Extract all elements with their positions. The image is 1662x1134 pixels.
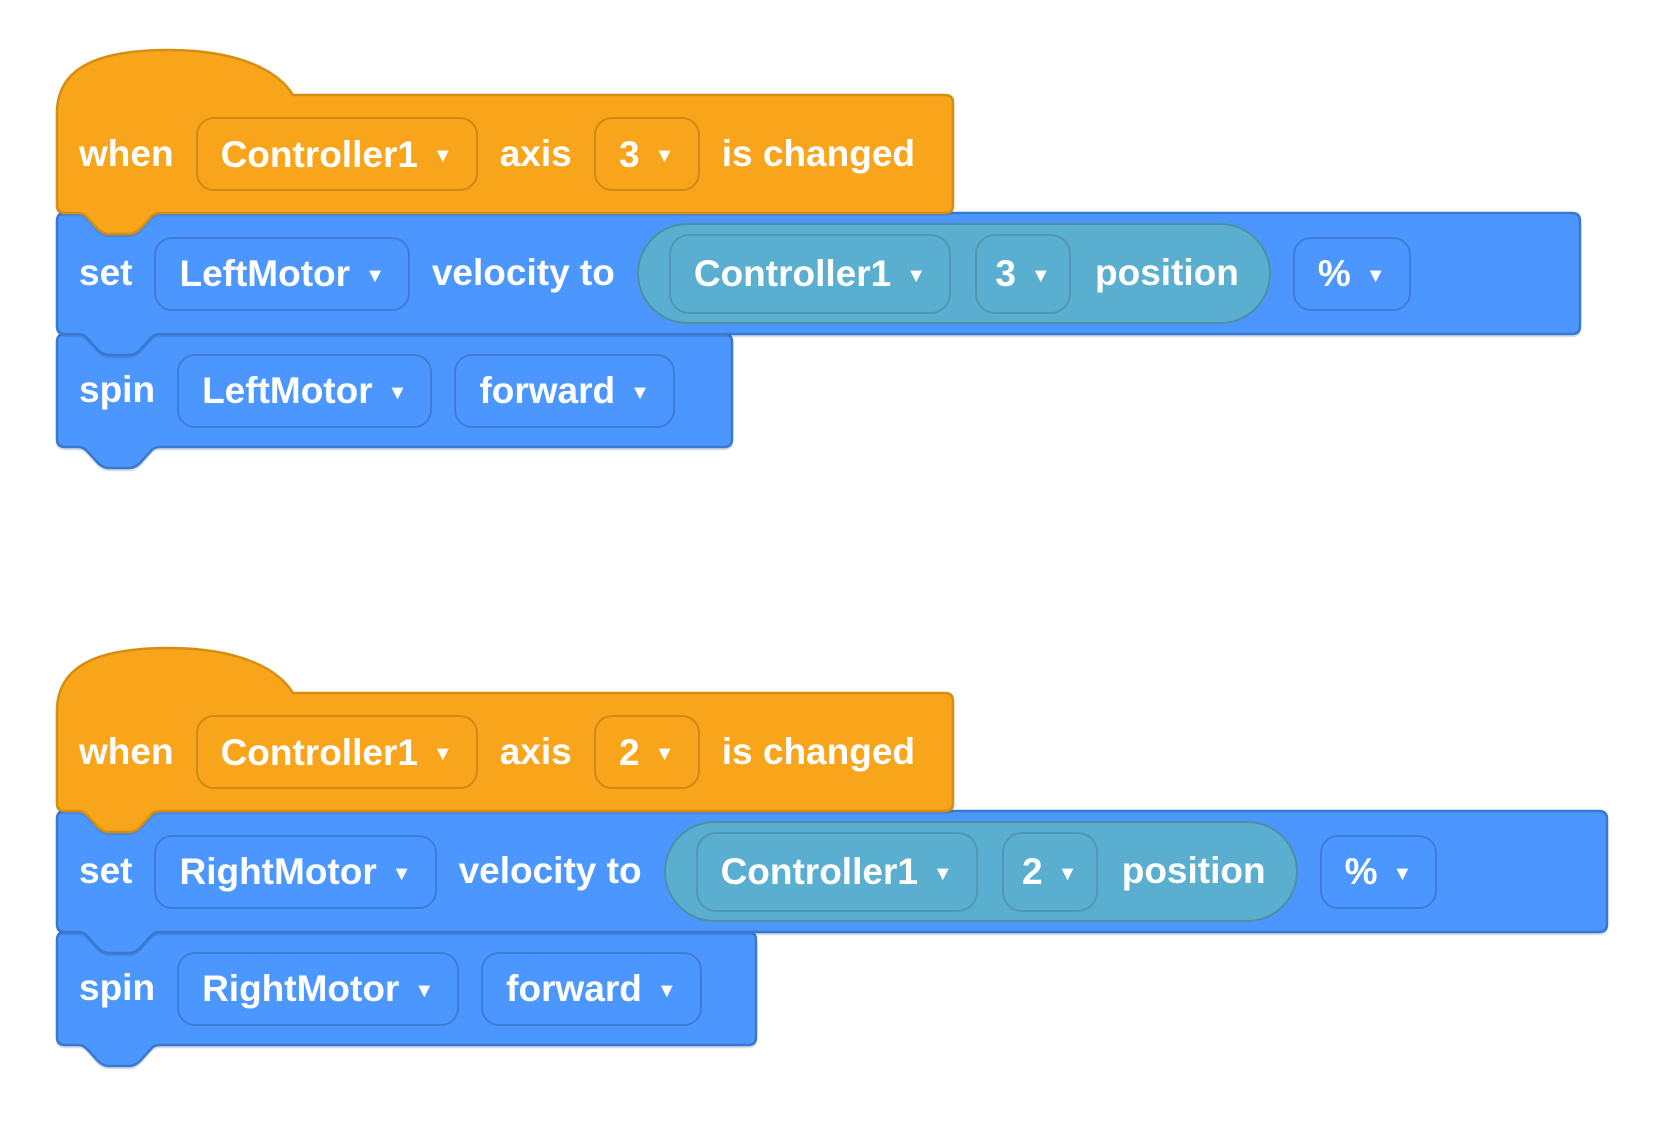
reporter-axis-value: 3 (995, 253, 1016, 294)
hat-block-content: when Controller1 ▼ axis 3 ▼ is changed (57, 95, 953, 213)
reporter-axis-select[interactable]: 3 ▼ (975, 233, 1072, 314)
when-label: when (79, 132, 174, 174)
when-controller-axis-changed-hat-block[interactable]: when Controller1 ▼ axis 2 ▼ is changed (55, 646, 955, 834)
motor-select[interactable]: LeftMotor ▼ (177, 353, 433, 428)
position-label: position (1121, 850, 1266, 892)
dropdown-caret-icon: ▼ (391, 862, 412, 885)
motor-select[interactable]: LeftMotor ▼ (154, 236, 410, 311)
motor-select[interactable]: RightMotor ▼ (177, 951, 460, 1026)
velocity-to-label: velocity to (431, 252, 615, 294)
motor-select-value: RightMotor (202, 968, 400, 1009)
spin-block[interactable]: spin LeftMotor ▼ forward ▼ (55, 332, 734, 470)
spin-block[interactable]: spin RightMotor ▼ forward ▼ (55, 930, 758, 1068)
dropdown-caret-icon: ▼ (1057, 862, 1078, 885)
dropdown-caret-icon: ▼ (654, 743, 675, 765)
velocity-unit-select[interactable]: % ▼ (1319, 834, 1438, 909)
dropdown-caret-icon: ▼ (906, 264, 927, 287)
velocity-to-label: velocity to (458, 850, 642, 892)
axis-select[interactable]: 2 ▼ (593, 715, 700, 789)
motor-select-value: LeftMotor (179, 253, 351, 294)
dropdown-caret-icon: ▼ (414, 979, 435, 1002)
dropdown-caret-icon: ▼ (432, 743, 453, 765)
dropdown-caret-icon: ▼ (656, 979, 677, 1002)
set-velocity-block-content: set LeftMotor ▼ velocity to Controller1 … (57, 213, 1580, 334)
when-controller-axis-changed-hat-block[interactable]: when Controller1 ▼ axis 3 ▼ is changed (55, 48, 955, 236)
controller-select[interactable]: Controller1 ▼ (195, 715, 478, 789)
axis-label: axis (499, 132, 572, 174)
velocity-unit-value: % (1317, 253, 1351, 294)
set-velocity-block[interactable]: set LeftMotor ▼ velocity to Controller1 … (55, 211, 1582, 357)
direction-select-value: forward (506, 968, 642, 1009)
motor-select-value: LeftMotor (202, 370, 373, 411)
set-label: set (79, 850, 133, 892)
dropdown-caret-icon: ▼ (1030, 264, 1051, 287)
hat-block-content: when Controller1 ▼ axis 2 ▼ is changed (57, 693, 953, 811)
reporter-controller-select[interactable]: Controller1 ▼ (668, 233, 952, 314)
dropdown-caret-icon: ▼ (654, 145, 675, 167)
is-changed-label: is changed (721, 132, 916, 174)
controller-axis-position-reporter[interactable]: Controller1 ▼ 2 ▼ position (663, 821, 1298, 922)
dropdown-caret-icon: ▼ (432, 145, 453, 167)
dropdown-caret-icon: ▼ (1392, 862, 1413, 885)
when-label: when (79, 730, 174, 772)
dropdown-caret-icon: ▼ (387, 381, 408, 404)
reporter-controller-value: Controller1 (720, 851, 918, 892)
position-label: position (1095, 252, 1239, 294)
velocity-unit-value: % (1344, 851, 1378, 892)
reporter-axis-value: 2 (1022, 851, 1043, 892)
set-velocity-block[interactable]: set RightMotor ▼ velocity to Controller1… (55, 809, 1609, 955)
dropdown-caret-icon: ▼ (365, 264, 385, 287)
direction-select[interactable]: forward ▼ (454, 353, 675, 428)
spin-label: spin (79, 967, 156, 1009)
direction-select-value: forward (479, 370, 616, 411)
set-label: set (79, 252, 133, 294)
controller-select-value: Controller1 (220, 133, 418, 175)
reporter-controller-select[interactable]: Controller1 ▼ (695, 831, 978, 912)
controller-axis-position-reporter[interactable]: Controller1 ▼ 3 ▼ position (636, 223, 1271, 324)
spin-block-content: spin RightMotor ▼ forward ▼ (57, 932, 756, 1045)
spin-label: spin (79, 369, 156, 411)
is-changed-label: is changed (721, 730, 916, 772)
controller-select[interactable]: Controller1 ▼ (195, 117, 478, 191)
axis-select-value: 3 (619, 133, 640, 175)
set-velocity-block-content: set RightMotor ▼ velocity to Controller1… (57, 811, 1607, 932)
spin-block-content: spin LeftMotor ▼ forward ▼ (57, 334, 732, 447)
velocity-unit-select[interactable]: % ▼ (1292, 236, 1411, 311)
axis-label: axis (499, 730, 572, 772)
dropdown-caret-icon: ▼ (932, 862, 953, 885)
axis-select-value: 2 (619, 731, 640, 773)
axis-select[interactable]: 3 ▼ (593, 117, 700, 191)
reporter-axis-select[interactable]: 2 ▼ (1001, 831, 1098, 912)
hat-block-shape (55, 48, 955, 236)
motor-select[interactable]: RightMotor ▼ (154, 834, 437, 909)
reporter-controller-value: Controller1 (693, 253, 892, 294)
dropdown-caret-icon: ▼ (1365, 264, 1386, 287)
motor-select-value: RightMotor (179, 851, 377, 892)
dropdown-caret-icon: ▼ (630, 381, 650, 404)
direction-select[interactable]: forward ▼ (481, 951, 702, 1026)
hat-block-shape (55, 646, 955, 834)
controller-select-value: Controller1 (220, 731, 418, 773)
